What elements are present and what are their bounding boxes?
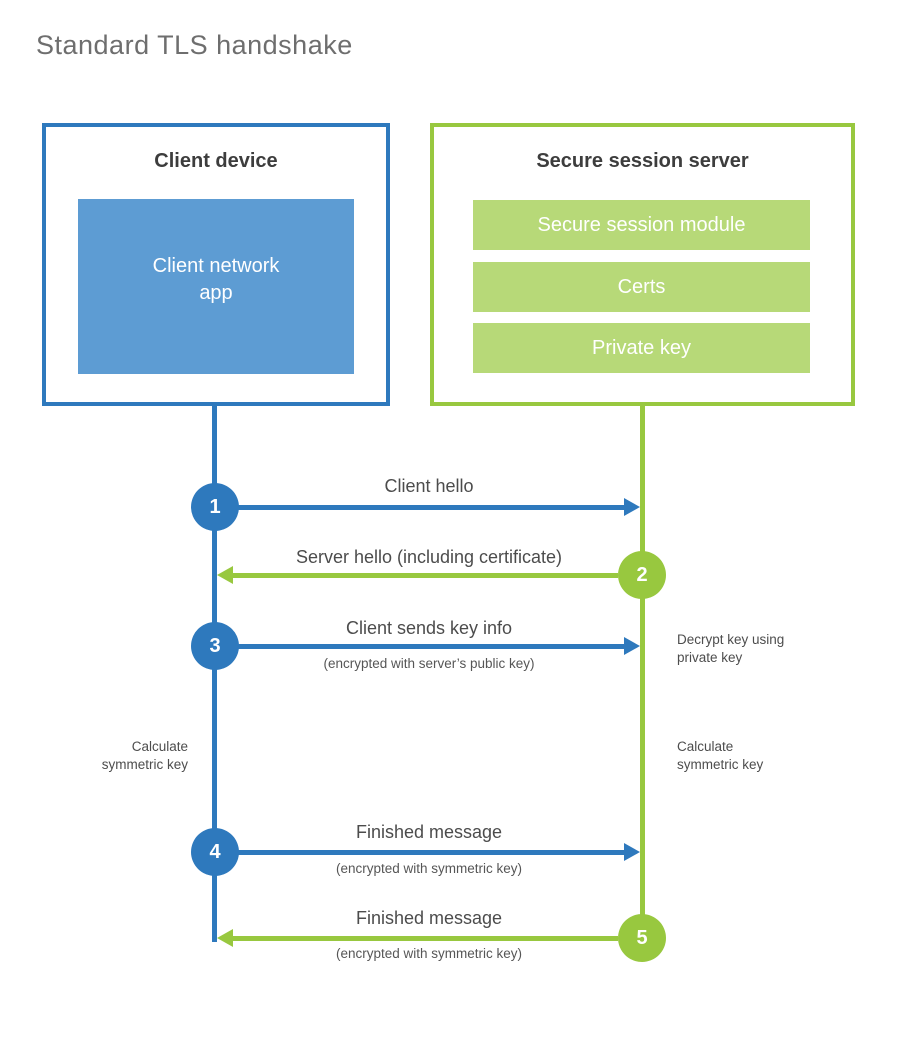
client-device-title: Client device [154, 150, 278, 172]
step-badge-5: 5 [618, 914, 666, 962]
server-module-certs: Certs [473, 262, 810, 312]
message-label-finished-server: Finished message [355, 908, 503, 928]
arrow-client-hello [238, 498, 640, 516]
arrowhead-right-icon [624, 843, 640, 861]
step-badge-3: 3 [191, 622, 239, 670]
arrow-line [238, 504, 624, 510]
step-badge-4: 4 [191, 828, 239, 876]
message-label-server-hello: Server hello (including certificate) [295, 547, 563, 567]
arrow-line [238, 643, 624, 649]
server-module-private-key: Private key [473, 323, 810, 373]
message-label-client-key-info: Client sends key info [345, 618, 513, 638]
server-lifeline [640, 406, 645, 938]
arrow-line [233, 572, 618, 578]
note-decrypt-key: Decrypt key using private key [677, 632, 785, 665]
message-sublabel-encrypted-symmetric-key-2: (encrypted with symmetric key) [335, 946, 523, 961]
note-calculate-symmetric-key-server: Calculate symmetric key [677, 739, 764, 772]
arrow-line [233, 935, 618, 941]
step-badge-1: 1 [191, 483, 239, 531]
arrow-finished-server [217, 929, 618, 947]
arrow-finished-client [238, 843, 640, 861]
message-sublabel-encrypted-public-key: (encrypted with server’s public key) [323, 656, 535, 671]
step-badge-2: 2 [618, 551, 666, 599]
arrow-client-key-info [238, 637, 640, 655]
arrow-server-hello [217, 566, 618, 584]
note-calculate-symmetric-key-client: Calculate symmetric key [101, 739, 188, 772]
arrowhead-left-icon [217, 566, 233, 584]
client-network-app-box: Client network app [78, 199, 354, 374]
page-title: Standard TLS handshake [36, 30, 353, 60]
arrow-line [238, 849, 624, 855]
arrowhead-left-icon [217, 929, 233, 947]
server-module-secure-session: Secure session module [473, 200, 810, 250]
message-label-finished-client: Finished message [355, 822, 503, 842]
arrowhead-right-icon [624, 498, 640, 516]
secure-session-server-title: Secure session server [536, 150, 749, 172]
message-sublabel-encrypted-symmetric-key-1: (encrypted with symmetric key) [335, 861, 523, 876]
arrowhead-right-icon [624, 637, 640, 655]
message-label-client-hello: Client hello [384, 476, 474, 496]
client-lifeline [212, 406, 217, 942]
